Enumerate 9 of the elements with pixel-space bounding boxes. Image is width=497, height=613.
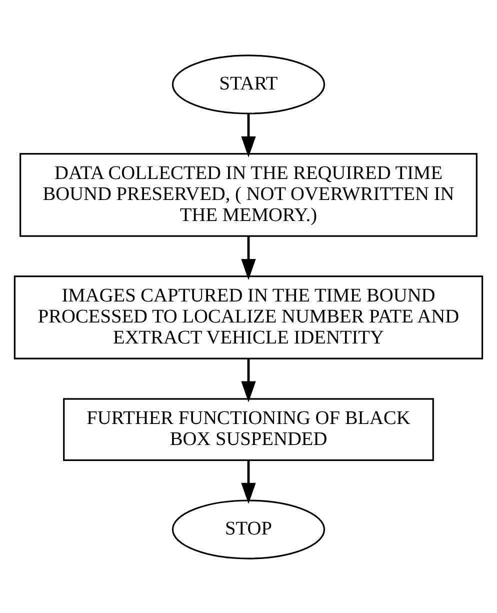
node-box: FURTHER FUNCTIONING OF BLACK BOX SUSPENDED (63, 398, 434, 460)
arrow (241, 236, 256, 280)
node-ellipse: STOP (172, 499, 326, 559)
arrow (241, 358, 256, 402)
node-box: DATA COLLECTED IN THE REQUIRED TIME BOUND PRESERVED, ( NOT OVERWRITTEN IN THE MEMORY.) (20, 152, 478, 236)
node-box: IMAGES CAPTURED IN THE TIME BOUND PROCESSED TO LOCALIZE NUMBER PATE AND EXTRACT VEHICLE IDENTITY (14, 275, 484, 359)
node-ellipse: START (172, 54, 326, 114)
arrow (241, 113, 256, 157)
arrow (241, 460, 256, 504)
